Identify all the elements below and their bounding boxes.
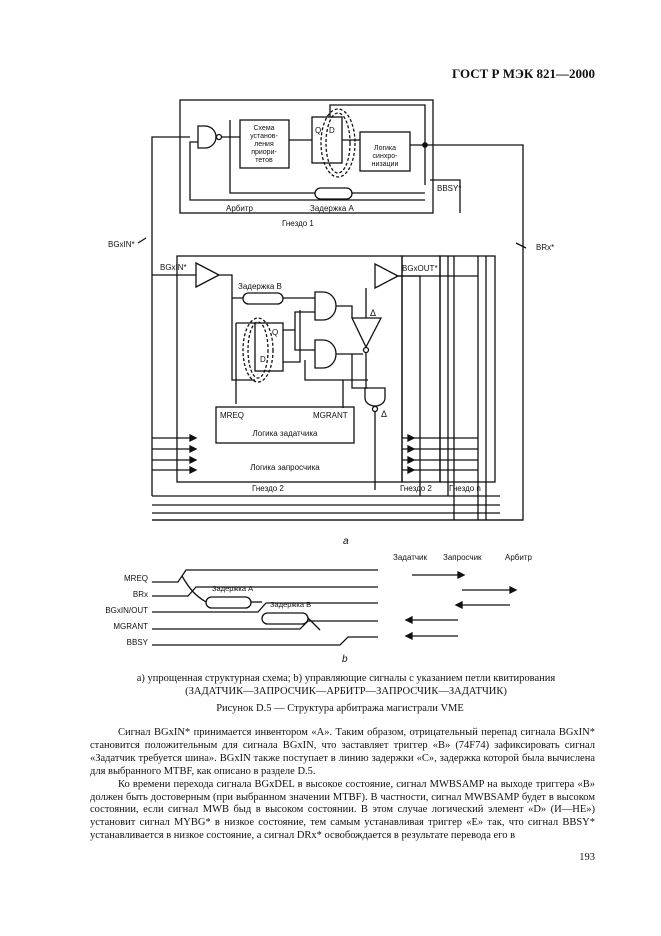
paragraph-2: Ко времени перехода сигнала BGxDEL в выс… bbox=[90, 778, 595, 842]
bottom-bus-lines bbox=[152, 495, 523, 521]
bus-arrow-left bbox=[137, 237, 147, 244]
handshake-loop-b bbox=[242, 317, 274, 383]
slotn-label: Гнездо n bbox=[449, 484, 481, 493]
panel-a-letter: a bbox=[343, 536, 349, 547]
slot2-group: BGxIN* Задержка В Q D Δ Δ BGxOUT* MREQ M… bbox=[152, 255, 438, 496]
priority-circuit-box bbox=[239, 119, 290, 169]
timing-delay-a: Задержка А bbox=[212, 584, 253, 593]
arbiter-flipflop-q: Q bbox=[315, 126, 321, 135]
brx-outer-label: BRx* bbox=[536, 243, 554, 252]
waveform-bgxin bbox=[152, 602, 378, 613]
figure-caption: a) упрощенная структурная схема; b) упра… bbox=[96, 672, 596, 698]
flow-arrowheads bbox=[404, 570, 518, 641]
slot-n-group: Гнездо 2 Гнездо n bbox=[396, 255, 496, 520]
delta-label-1: Δ bbox=[370, 308, 376, 318]
caption-line-1: a) упрощенная структурная схема; b) упра… bbox=[136, 673, 556, 684]
bus-arrow-right bbox=[515, 242, 527, 249]
requester-flipflop-d: D bbox=[260, 355, 266, 364]
mreq-label: MREQ bbox=[220, 411, 244, 420]
signal-bgxin-out: BGxIN/OUT bbox=[105, 606, 148, 615]
slotn-vertical-lines bbox=[447, 256, 487, 520]
signal-brx: BRx bbox=[133, 590, 148, 599]
slot2-wires bbox=[235, 305, 368, 408]
driver-inverted bbox=[350, 317, 383, 349]
master-logic-box bbox=[215, 406, 355, 444]
body-text: Сигнал BGxIN* принимается инвентором «А»… bbox=[90, 727, 595, 843]
figure-title: Рисунок D.5 — Структура арбитража магист… bbox=[216, 703, 464, 714]
bgxin-bus-line bbox=[151, 136, 190, 496]
requester-logic-label: Логика запросчика bbox=[250, 463, 320, 472]
arbiter-flipflop-d: D bbox=[329, 126, 335, 135]
master-logic-label: Логика задатчика bbox=[253, 429, 318, 438]
delay-b-pill bbox=[261, 612, 309, 625]
waveform-mreq bbox=[152, 569, 378, 583]
mgrant-label: MGRANT bbox=[313, 411, 348, 420]
caption-line-2: (ЗАДАТЧИК—ЗАПРОСЧИК—АРБИТР—ЗАПРОСЧИК—ЗАД… bbox=[185, 686, 507, 697]
nand-gate-e bbox=[364, 387, 386, 407]
delta-label-2: Δ bbox=[381, 409, 387, 419]
column-arbiter: Арбитр bbox=[505, 553, 533, 562]
slot2-frame bbox=[176, 255, 403, 483]
paragraph-1: Сигнал BGxIN* принимается инвентором «А»… bbox=[90, 727, 595, 777]
slot2-label: Гнездо 2 bbox=[252, 484, 284, 493]
slotn-horizontal-lines bbox=[396, 275, 478, 471]
bgxin-outer-label: BGxIN* bbox=[108, 240, 135, 249]
waveform-brx bbox=[152, 586, 378, 597]
slotn-frame bbox=[439, 255, 496, 483]
bbsy-label: BBSY* bbox=[437, 184, 461, 193]
delay-b-label: Задержка В bbox=[238, 282, 282, 291]
sync-logic-box bbox=[359, 131, 411, 172]
standard-header: ГОСТ Р МЭК 821—2000 bbox=[452, 66, 595, 81]
arbiter-label: Арбитр bbox=[226, 204, 254, 213]
and-gate-c bbox=[314, 291, 337, 321]
bgxout-inner-label: BGxOUT* bbox=[402, 264, 438, 273]
handshake-loop-a-inner bbox=[325, 112, 351, 174]
column-master: Задатчик bbox=[393, 553, 428, 562]
slot1-wires bbox=[189, 104, 461, 213]
handshake-arrow-3 bbox=[307, 617, 321, 631]
requester-flipflop-q: Q bbox=[272, 328, 278, 337]
brx-bus-line bbox=[152, 144, 524, 521]
arbiter-gate-bubble bbox=[215, 133, 223, 141]
column-requester: Запросчик bbox=[443, 553, 482, 562]
and-gate-d bbox=[314, 339, 337, 369]
handshake-loop-a bbox=[320, 108, 356, 178]
nand-gate-e-bubble bbox=[371, 405, 379, 413]
delay-a-label: Задержка А bbox=[310, 204, 355, 213]
delay-a-element bbox=[314, 187, 353, 200]
waveform-mgrant bbox=[152, 620, 378, 630]
signal-mreq: MREQ bbox=[124, 574, 148, 583]
panel-b-letter: b bbox=[342, 654, 348, 665]
requester-input-arrows bbox=[152, 437, 190, 471]
inverter-a bbox=[195, 261, 221, 289]
page-number: 193 bbox=[579, 852, 595, 863]
slot2b-label: Гнездо 2 bbox=[400, 484, 432, 493]
delay-a-pill bbox=[205, 596, 252, 609]
requester-arrowheads bbox=[189, 433, 198, 475]
signal-bbsy: BBSY bbox=[127, 638, 149, 647]
arbiter-nand-gate bbox=[197, 125, 217, 149]
timing-diagram: MREQ BRx BGxIN/OUT MGRANT BBSY Задержка … bbox=[105, 553, 532, 665]
handshake-loop-b-inner bbox=[247, 321, 269, 379]
flow-arrows bbox=[412, 574, 510, 637]
bgxout-buffer bbox=[374, 262, 400, 290]
inverter-out-wire bbox=[219, 274, 255, 381]
waveform-bbsy bbox=[152, 636, 378, 646]
slot1-label: Гнездо 1 bbox=[282, 219, 314, 228]
slotn-arrowheads bbox=[407, 433, 416, 475]
slot1-frame bbox=[179, 99, 434, 214]
handshake-arrow-1 bbox=[181, 575, 207, 603]
driver-bubble bbox=[362, 346, 370, 354]
timing-delay-b: Задержка В bbox=[270, 600, 311, 609]
bgxin-inner-label: BGxIN* bbox=[160, 263, 187, 272]
delay-b-element bbox=[242, 292, 284, 305]
signal-mgrant: MGRANT bbox=[113, 622, 148, 631]
